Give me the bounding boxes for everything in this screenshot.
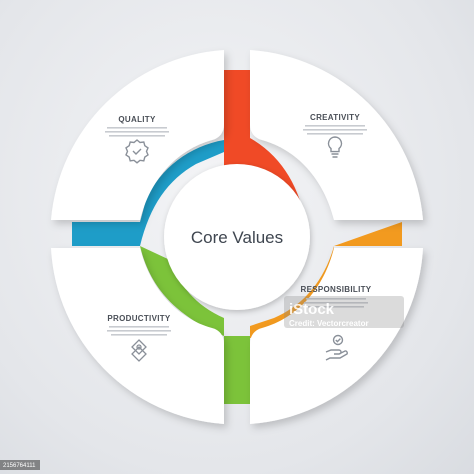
image-id-tag: 2156764111 (0, 460, 40, 470)
responsibility-description (304, 298, 368, 308)
productivity-title: PRODUCTIVITY (107, 314, 171, 323)
image-id: 2156764111 (3, 463, 36, 469)
card-productivity[interactable] (51, 248, 224, 424)
quality-title: QUALITY (118, 115, 156, 124)
watermark-brand: iStock (289, 301, 335, 318)
award-badge-icon (125, 139, 149, 164)
hand-check-icon (325, 334, 348, 361)
responsibility-title: RESPONSIBILITY (301, 285, 372, 294)
ribbon-quality (72, 140, 224, 246)
watermark-credit: Credit: Vectorcreator (289, 319, 369, 328)
card-creativity[interactable] (250, 50, 423, 220)
productivity-description (107, 326, 171, 336)
puzzle-icon (131, 339, 147, 362)
quality-description (105, 127, 169, 137)
center-title: Core Values (191, 228, 283, 247)
istock-watermark: iStock Credit: Vectorcreator (284, 296, 404, 328)
lightbulb-icon (327, 136, 343, 158)
ribbon-productivity (140, 246, 250, 404)
creativity-title: CREATIVITY (310, 113, 360, 122)
creativity-description (303, 125, 367, 135)
center-circle (164, 164, 310, 310)
